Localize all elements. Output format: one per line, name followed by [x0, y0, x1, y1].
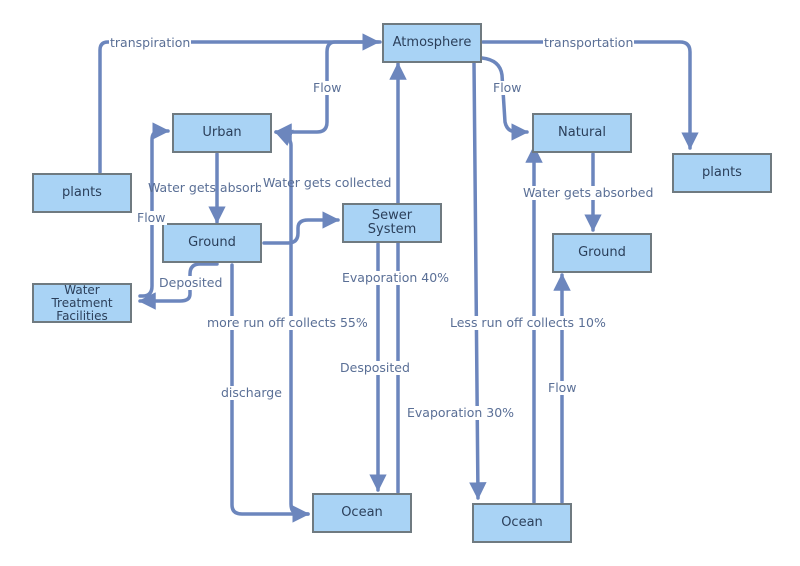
- label-discharge: discharge: [220, 385, 283, 400]
- label-flow-ocean-ground: Flow: [547, 380, 578, 395]
- node-ground-left[interactable]: Ground: [162, 223, 262, 263]
- node-atmosphere[interactable]: Atmosphere: [382, 23, 482, 63]
- label-transpiration: transpiration: [109, 35, 192, 50]
- node-ground-right[interactable]: Ground: [552, 233, 652, 273]
- label-water-gets-collected: Water gets collected: [263, 175, 392, 190]
- node-sewer-system[interactable]: Sewer System: [342, 203, 442, 243]
- node-plants-right[interactable]: plants: [672, 153, 772, 193]
- label-more-run-off: more run off collects 55%: [206, 315, 369, 330]
- label-deposited: Deposited: [158, 275, 224, 290]
- edge-ground-sewer: [262, 211, 340, 245]
- edge-atmosphere-ocean-right: [469, 60, 487, 500]
- node-urban[interactable]: Urban: [172, 113, 272, 153]
- edge-ground-ocean: [230, 263, 310, 523]
- edge-atmosphere-plants-right: [481, 40, 699, 150]
- label-desposited: Desposited: [339, 360, 411, 375]
- label-transportation: transportation: [543, 35, 635, 50]
- label-flow-atm-natural: Flow: [492, 80, 523, 95]
- node-ocean-right[interactable]: Ocean: [472, 503, 572, 543]
- node-ocean-left[interactable]: Ocean: [312, 493, 412, 533]
- node-natural[interactable]: Natural: [532, 113, 632, 153]
- edge-plants-atmosphere: [98, 33, 380, 174]
- label-evaporation-30: Evaporation 30%: [406, 405, 516, 420]
- label-water-gets-absorbed-left: Water gets absorbed: [148, 181, 261, 195]
- label-flow-wtf-urban: Flow: [136, 210, 167, 225]
- label-flow-atm-urban: Flow: [312, 80, 343, 95]
- edge-atmosphere-natural: [480, 56, 529, 141]
- label-water-gets-absorbed-right: Water gets absorbed: [522, 185, 655, 200]
- label-less-run-off: Less run off collects 10%: [449, 315, 607, 330]
- label-evaporation-40: Evaporation 40%: [341, 270, 451, 285]
- node-water-treatment[interactable]: Water Treatment Facilities: [32, 283, 132, 323]
- node-plants-left[interactable]: plants: [32, 173, 132, 213]
